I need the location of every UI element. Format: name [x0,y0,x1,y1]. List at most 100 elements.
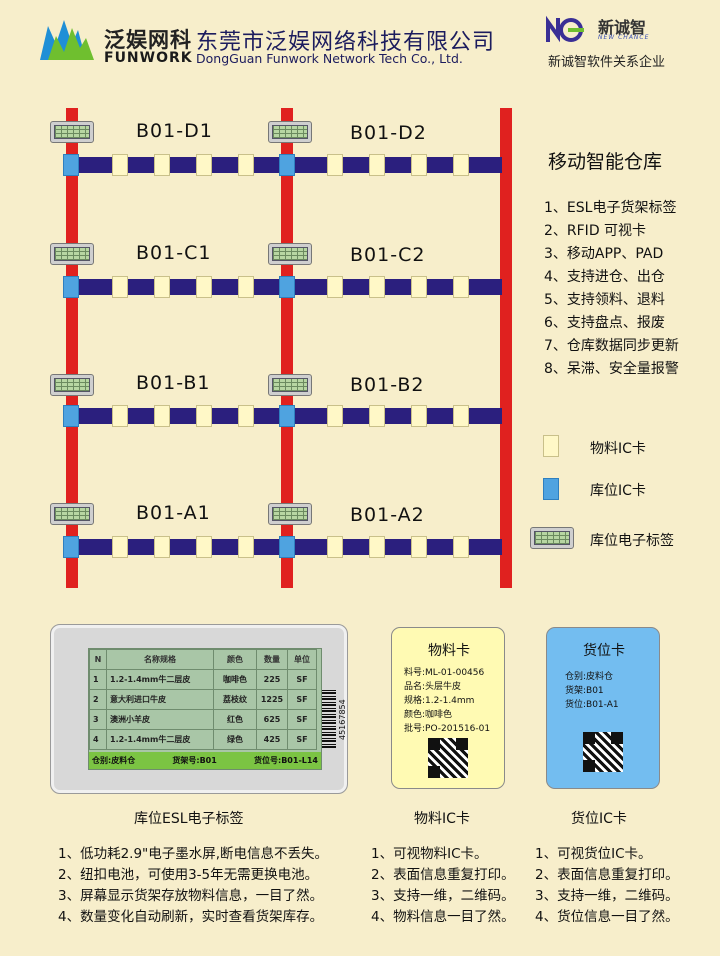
esl-tag-icon [268,503,312,525]
esl-tag-icon [268,243,312,265]
esl-cell: 绿色 [213,729,257,750]
legend-esl-tag-label: 库位电子标签 [590,533,674,549]
esl-table-row: 4 1.2-1.4mm牛二层皮 绿色 425 SF [89,729,317,750]
material-ic-card [154,536,170,558]
esl-table: N 名称规格 颜色 数量 单位 1 1.2-1.4mm牛二层皮 咖啡色 225 … [89,649,317,750]
material-card-lines: 料号:ML-01-00456 品名:头层牛皮 规格:1.2-1.4mm 颜色:咖… [404,666,490,736]
material-ic-card [453,154,469,176]
material-card-line: 料号:ML-01-00456 [404,668,485,678]
location-notes: 1、可视货位IC卡。 2、表面信息重复打印。 3、支持一维，二维码。 4、货位信… [535,844,679,928]
shelf-post-middle [281,108,293,588]
shelf-label: B01-A2 [350,504,425,526]
material-ic-card [453,536,469,558]
shelf-label: B01-B2 [350,374,425,396]
feature-item: 4、支持进仓、出仓 [544,269,665,285]
esl-cell: SF [287,729,317,750]
material-note: 1、可视物料IC卡。 [371,846,488,862]
material-ic-card [154,154,170,176]
shelf-label: B01-D2 [350,122,427,144]
esl-footer-warehouse: 仓别:皮料仓 [92,756,136,765]
esl-table-row: 2 意大利进口牛皮 荔枝纹 1225 SF [89,689,317,710]
material-ic-card [327,276,343,298]
location-card-sample: 货位卡 仓别:皮料仓 货架:B01 货位:B01-A1 [546,627,660,789]
legend-material-ic-swatch [543,435,559,457]
esl-header-cell: 名称规格 [106,649,214,670]
material-ic-card [411,154,427,176]
material-ic-card [453,276,469,298]
material-ic-card [112,536,128,558]
material-note: 4、物料信息一目了然。 [371,909,515,925]
esl-header-cell: 颜色 [213,649,257,670]
material-card-line: 颜色:咖啡色 [404,710,453,720]
esl-caption: 库位ESL电子标签 [134,811,244,827]
material-ic-card [238,276,254,298]
shelf-post-right [500,108,512,588]
esl-note: 1、低功耗2.9"电子墨水屏,断电信息不丢失。 [58,846,329,862]
barcode-number: 45167854 [338,699,347,740]
esl-cell: 225 [256,669,288,690]
material-ic-card [369,154,385,176]
material-ic-card [411,276,427,298]
esl-tag-icon [50,121,94,143]
material-caption: 物料IC卡 [414,811,470,827]
material-ic-card [154,405,170,427]
material-ic-card [369,276,385,298]
location-card-lines: 仓别:皮料仓 货架:B01 货位:B01-A1 [565,670,619,712]
esl-cell: 荔枝纹 [213,689,257,710]
esl-note: 3、屏幕显示货架存放物料信息，一目了然。 [58,888,324,904]
material-card-title: 物料卡 [428,643,470,659]
esl-cell: 4 [89,729,107,750]
location-ic-card [279,276,295,298]
location-card-title: 货位卡 [583,643,625,659]
esl-cell: 425 [256,729,288,750]
location-note: 4、货位信息一目了然。 [535,909,679,925]
esl-table-header: N 名称规格 颜色 数量 单位 [89,649,317,670]
esl-tag-icon [268,121,312,143]
esl-screen: N 名称规格 颜色 数量 单位 1 1.2-1.4mm牛二层皮 咖啡色 225 … [88,648,322,770]
brand-name-en: FUNWORK [104,50,193,66]
esl-cell: 3 [89,709,107,730]
shelf-label: B01-D1 [136,120,213,142]
material-note: 3、支持一维，二维码。 [371,888,515,904]
material-ic-card [411,536,427,558]
esl-header-cell: N [89,649,107,670]
location-ic-card [63,536,79,558]
location-note: 2、表面信息重复打印。 [535,867,679,883]
material-ic-card [238,154,254,176]
material-card-sample: 物料卡 料号:ML-01-00456 品名:头层牛皮 规格:1.2-1.4mm … [391,627,505,789]
shelf-label: B01-A1 [136,502,211,524]
esl-table-row: 3 澳洲小羊皮 红色 625 SF [89,709,317,730]
material-ic-card [196,276,212,298]
esl-cell: SF [287,689,317,710]
esl-header-cell: 单位 [287,649,317,670]
material-ic-card [369,405,385,427]
features-list: 1、ESL电子货架标签 2、RFID 可视卡 3、移动APP、PAD 4、支持进… [544,197,679,381]
material-card-line: 品名:头层牛皮 [404,682,462,692]
esl-cell: 意大利进口牛皮 [106,689,214,710]
material-ic-card [327,154,343,176]
funwork-logo-icon [38,14,96,62]
esl-tag-icon [50,503,94,525]
feature-item: 6、支持盘点、报废 [544,315,665,331]
location-ic-card [279,154,295,176]
location-card-line: 货架:B01 [565,686,604,696]
feature-item: 5、支持领料、退料 [544,292,665,308]
location-ic-card [279,536,295,558]
esl-notes: 1、低功耗2.9"电子墨水屏,断电信息不丢失。 2、纽扣电池，可使用3-5年无需… [58,844,328,928]
esl-tag-icon [50,374,94,396]
feature-item: 8、呆滞、安全量报警 [544,361,679,377]
esl-footer: 仓别:皮料仓 货架号:B01 货位号:B01-L14 [89,752,321,769]
company-name-cn: 东莞市泛娱网络科技有限公司 [196,30,496,55]
esl-footer-location: 货位号:B01-L14 [254,756,318,765]
location-caption: 货位IC卡 [571,811,627,827]
shelf-label: B01-B1 [136,372,211,394]
shelf-label: B01-C1 [136,242,212,264]
shelf-post-left [66,108,78,588]
esl-cell: 1.2-1.4mm牛二层皮 [106,729,214,750]
material-ic-card [327,405,343,427]
legend-esl-tag-icon [530,527,574,549]
location-note: 3、支持一维，二维码。 [535,888,679,904]
material-ic-card [369,536,385,558]
esl-cell: 咖啡色 [213,669,257,690]
material-ic-card [196,405,212,427]
